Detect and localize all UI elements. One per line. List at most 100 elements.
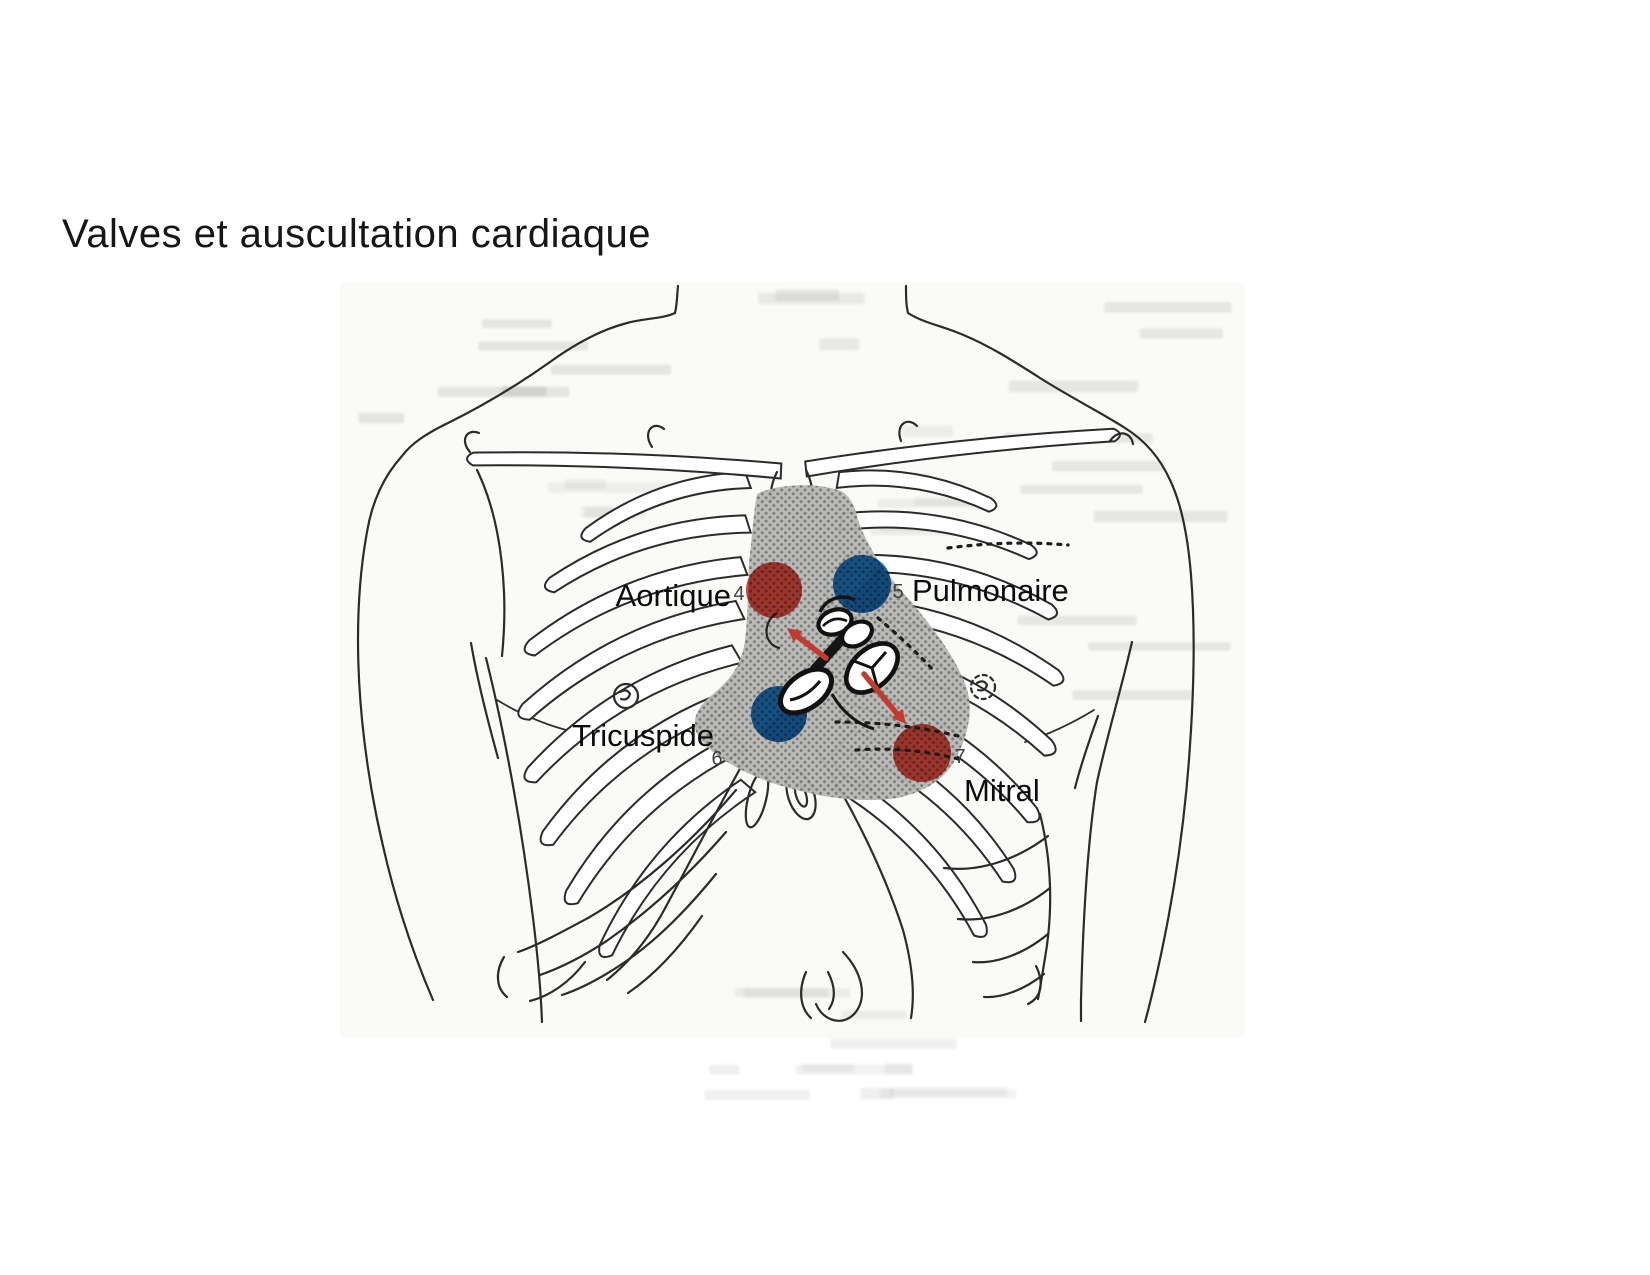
costal-angle-curl-2: [826, 970, 835, 1011]
label-mitral: Mitral: [964, 773, 1040, 808]
number-pulmonaire: 5: [892, 581, 903, 603]
aortic-valve-drawing: [839, 619, 875, 649]
scan-noise-mark: [885, 1062, 913, 1074]
aortic-point: [746, 562, 802, 618]
costal-angle-curl-1: [814, 950, 863, 1022]
left-lower-rib-3: [560, 872, 718, 997]
scan-noise-mark: [704, 1089, 810, 1100]
right-neck-shoulder-arm-outline: [904, 284, 1195, 1024]
rib-band: [580, 470, 753, 543]
arrow-to-mitral-point: [861, 671, 901, 718]
acromion-curl-left: [463, 430, 481, 454]
auscultation-points: [746, 555, 951, 782]
scan-noise-mark: [1008, 380, 1139, 393]
projection-arrows: [787, 628, 906, 724]
right-lower-rib-3: [971, 932, 1050, 964]
acromion-curl-right: [1108, 432, 1135, 446]
dashed-rib-2: [876, 616, 937, 674]
scan-noise-mark: [734, 987, 828, 997]
left-chest-lateral-edge: [475, 468, 506, 658]
scan-noise-mark: [902, 425, 953, 437]
left-armpit-fold: [469, 641, 500, 760]
rib-band: [523, 556, 749, 657]
first-rib-curl-left: [647, 424, 666, 449]
labels: Aortique 4 Pulmonaire 5 Tricuspide 6 Mit…: [572, 573, 1069, 808]
right-nipple-icon: [969, 673, 997, 701]
rib-band: [544, 514, 753, 594]
number-mitral: 7: [954, 746, 965, 768]
scan-noise-mark: [819, 338, 860, 351]
left-lower-rib-4: [626, 914, 704, 995]
pulmonary-valve-cusp-line: [822, 617, 848, 627]
scan-noise-mark: [358, 412, 404, 424]
scan-noise-mark: [830, 1038, 957, 1049]
mitral-valve-cusp-lines: [853, 651, 888, 687]
left-lower-rib-leaf: [496, 955, 509, 999]
scan-noise-mark: [481, 319, 552, 328]
scan-noise-mark: [801, 1064, 855, 1073]
scan-noise-mark: [709, 1064, 740, 1075]
right-lower-rib-4: [982, 972, 1046, 999]
scan-noise-mark: [890, 1086, 1008, 1097]
clavicle-band: [466, 451, 783, 480]
scan-noise-mark: [743, 988, 851, 998]
left-lower-rib-1: [516, 788, 738, 954]
scan-noise-mark: [1017, 615, 1137, 626]
left-inner-arm-line: [484, 656, 544, 1024]
scan-noise-mark: [564, 479, 606, 489]
pulmonary-trunk-arc: [818, 595, 856, 613]
label-pulmonaire: Pulmonaire: [912, 573, 1069, 608]
first-rib-curl-right: [898, 420, 919, 443]
heart-valves: [777, 595, 900, 731]
costal-angle-leaf: [800, 970, 813, 1020]
rib-band: [835, 469, 998, 513]
scan-noise-mark: [880, 1089, 1017, 1099]
number-aortique: 4: [733, 583, 744, 605]
left-lower-rib-tip-curl: [528, 960, 587, 1003]
page-title: Valves et auscultation cardiaque: [62, 212, 651, 256]
dashed-rib-3: [834, 720, 960, 738]
ribs-through-heart-shadow: [834, 541, 1070, 762]
arrow-to-mitral-point-head: [891, 708, 906, 724]
left-neck-shoulder-arm-outline: [356, 284, 680, 1002]
scan-noise-mark: [775, 289, 840, 301]
number-tricuspide: 6: [711, 748, 722, 770]
scan-noise-mark: [1020, 484, 1143, 494]
tricuspid-valve-cusp-line: [789, 680, 822, 702]
mitral-point: [893, 724, 951, 782]
scan-noise-mark: [860, 1087, 894, 1100]
right-lower-rib-hook: [1026, 964, 1042, 1006]
right-armpit-fold: [1073, 714, 1100, 790]
right-lower-rib-2: [956, 886, 1052, 921]
scan-noise-mark: [550, 364, 671, 375]
scan-noise-mark: [1072, 690, 1193, 700]
scan-noise-mark: [795, 1064, 913, 1075]
label-aortique: Aortique: [616, 578, 731, 613]
rib-band: [839, 553, 1058, 621]
left-nipple-icon: [612, 682, 640, 710]
valve-cluster-bar: [810, 633, 848, 674]
arrow-to-aortic-point: [794, 633, 829, 661]
sternum-edge-through-shadow: [765, 612, 781, 650]
right-lower-rib-1: [942, 834, 1050, 870]
label-tricuspide: Tricuspide: [572, 718, 714, 753]
scan-noise-mark: [501, 386, 547, 397]
rib-band: [838, 510, 1038, 561]
scan-noise-mark: [1088, 642, 1231, 651]
right-inner-arm-line: [1079, 640, 1134, 1023]
dashed-rib-4: [854, 747, 964, 762]
scan-noise-mark: [841, 1010, 907, 1019]
rib-band: [598, 778, 757, 958]
rib-band: [517, 599, 746, 721]
pulmonary-valve-drawing: [816, 607, 854, 637]
scan-noise-mark: [1093, 510, 1228, 523]
scan-noise-mark: [1104, 302, 1232, 313]
scan-noise-mark: [547, 482, 668, 493]
scan-noise-mark: [1139, 328, 1223, 339]
dashed-rib-1: [946, 541, 1070, 550]
clavicle-band: [804, 427, 1121, 478]
tricuspid-valve-drawing: [777, 666, 835, 716]
scan-noise-mark: [478, 341, 589, 351]
